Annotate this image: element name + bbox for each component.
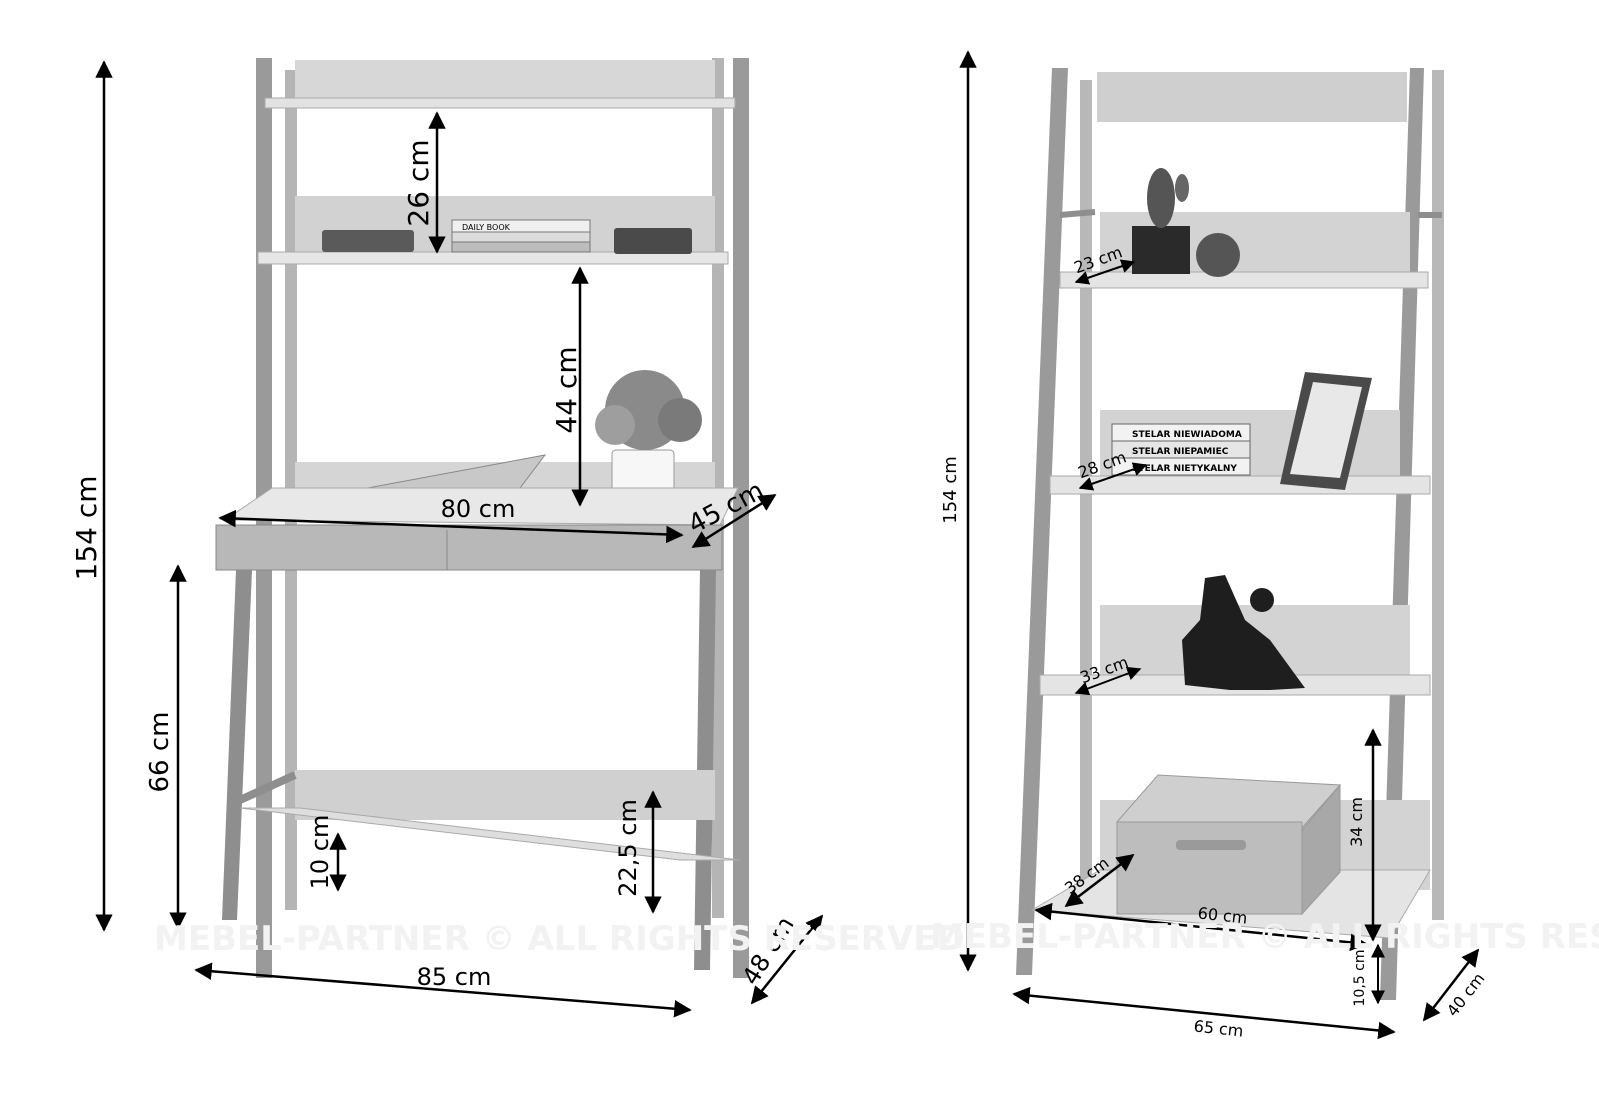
cactus-arm	[1175, 174, 1189, 202]
desk-seat-height-label: 66 cm	[145, 712, 175, 793]
desk-top-width-arrow	[218, 509, 684, 544]
shelf-top-board	[1097, 72, 1407, 122]
desk-bottom-shelf-label: 22,5 cm	[614, 799, 642, 897]
shelf-book-1-label: STELAR NIEWIADOMA	[1132, 430, 1242, 440]
cactus	[1147, 168, 1175, 228]
shelf-height-label: 154 cm	[940, 456, 961, 524]
shelf-illustration: STELAR NIEWIADOMA STELAR NIEPAMIEC STELA…	[1016, 68, 1444, 1000]
shelf-depth-4-arrow	[1064, 853, 1135, 908]
desk-top-shelf	[264, 97, 736, 109]
desk-depth-arrow	[750, 914, 824, 1005]
watermark-right: MEBEL-PARTNER © ALL RIGHTS RESE	[930, 917, 1599, 957]
shelf-bottom-width-arrow	[1034, 902, 1368, 952]
desk-to-shelf-label: 44 cm	[550, 346, 583, 433]
wallet-object	[322, 230, 414, 252]
shelf-frame-right-front	[1380, 68, 1424, 1000]
desk-top-board	[295, 60, 715, 102]
shelf-frame-left-back	[1080, 80, 1092, 910]
desk-drawer	[215, 524, 723, 571]
desk-width-arrow	[194, 962, 692, 1018]
desk-leg-front-left	[222, 570, 252, 920]
desk-bottom-shelf	[239, 807, 741, 861]
plant-leaves-2	[595, 405, 635, 445]
shelf-floor-label: 10,5 cm	[1352, 950, 1368, 1007]
shelf-book-3-label: STELAR NIETYKALNY	[1132, 464, 1237, 474]
shelf-brace-1	[1059, 209, 1096, 218]
shelf-depth-3-arrow	[1074, 666, 1142, 696]
storage-box-side	[1301, 783, 1341, 916]
desk-brace	[238, 771, 297, 804]
shelf-depth-2-arrow	[1078, 462, 1148, 491]
desk-top-width-label: 80 cm	[441, 495, 516, 523]
reading-figure-sculpture	[1182, 575, 1305, 690]
shelf-frame-right-back	[1432, 70, 1444, 920]
watermark-left: MEBEL-PARTNER © ALL RIGHTS RESERVED	[154, 919, 965, 959]
picture-frame-inner	[1290, 382, 1362, 478]
shelf-frame-left-front	[1016, 68, 1068, 975]
cactus-pot	[1132, 226, 1190, 274]
book-3	[451, 241, 591, 253]
box-object	[614, 228, 692, 254]
shelf-book-2-label: STELAR NIEPAMIEC	[1132, 447, 1229, 457]
sculpture-head	[1250, 588, 1274, 612]
desk-foot-label: 10 cm	[306, 815, 334, 890]
plant-leaves-3	[658, 398, 702, 442]
desk-shelf-gap-label: 26 cm	[402, 139, 435, 226]
desk-dimensions: 154 cm 26 cm 44 cm 80 cm 45 cm 66 cm 10 …	[70, 60, 824, 1018]
storage-box-handle	[1176, 840, 1246, 850]
shelf-bottom-gap-label: 34 cm	[1347, 797, 1366, 847]
shelf-depth-1-arrow	[1074, 259, 1136, 285]
shelf-level-1	[1059, 271, 1429, 289]
book-label: DAILY BOOK	[462, 223, 511, 232]
shelf-depth-arrow	[1422, 948, 1480, 1022]
desk-height-label: 154 cm	[70, 475, 103, 580]
shelf-width-arrow	[1012, 986, 1396, 1040]
apple-object	[1196, 233, 1240, 277]
storage-box	[1116, 821, 1303, 915]
book-2	[451, 231, 591, 243]
shelf-depth-label: 40 cm	[1443, 969, 1489, 1020]
desk-width-label: 85 cm	[417, 963, 492, 991]
desk-top-depth-arrow	[691, 493, 777, 549]
shelf-width-label: 65 cm	[1193, 1016, 1245, 1040]
